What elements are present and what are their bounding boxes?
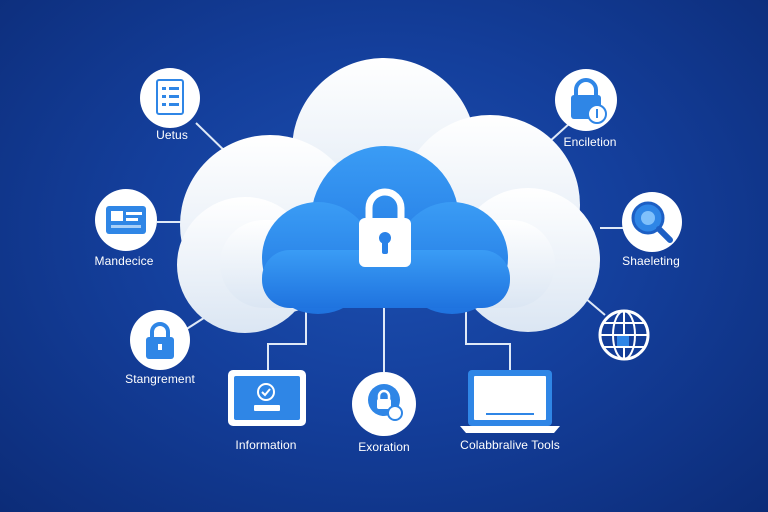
- globe-icon[interactable]: [598, 309, 650, 361]
- connector-collab: [465, 307, 511, 370]
- document-list-icon[interactable]: [140, 68, 200, 128]
- center-padlock-icon: [359, 188, 411, 267]
- label-exploration: Exoration: [358, 440, 410, 454]
- label-encryption: Enciletion: [563, 135, 617, 149]
- lock-bag-icon[interactable]: [555, 69, 617, 131]
- label-manage: Mandecice: [94, 254, 154, 268]
- inner-cloud: [262, 146, 510, 314]
- magnifier-icon[interactable]: [622, 192, 682, 252]
- label-sharing: Shaeleting: [622, 254, 680, 268]
- laptop-icon[interactable]: [460, 370, 560, 433]
- label-updates: Uetus: [156, 128, 188, 142]
- label-storage: Stangrement: [125, 372, 195, 386]
- lock-search-icon[interactable]: [352, 372, 416, 436]
- connector-information: [267, 307, 307, 370]
- id-card-icon[interactable]: [95, 189, 157, 251]
- label-information: Information: [235, 438, 297, 452]
- label-collab-tools: Colabbralive Tools: [460, 438, 560, 452]
- tablet-icon[interactable]: [228, 370, 306, 426]
- padlock-icon[interactable]: [130, 310, 190, 370]
